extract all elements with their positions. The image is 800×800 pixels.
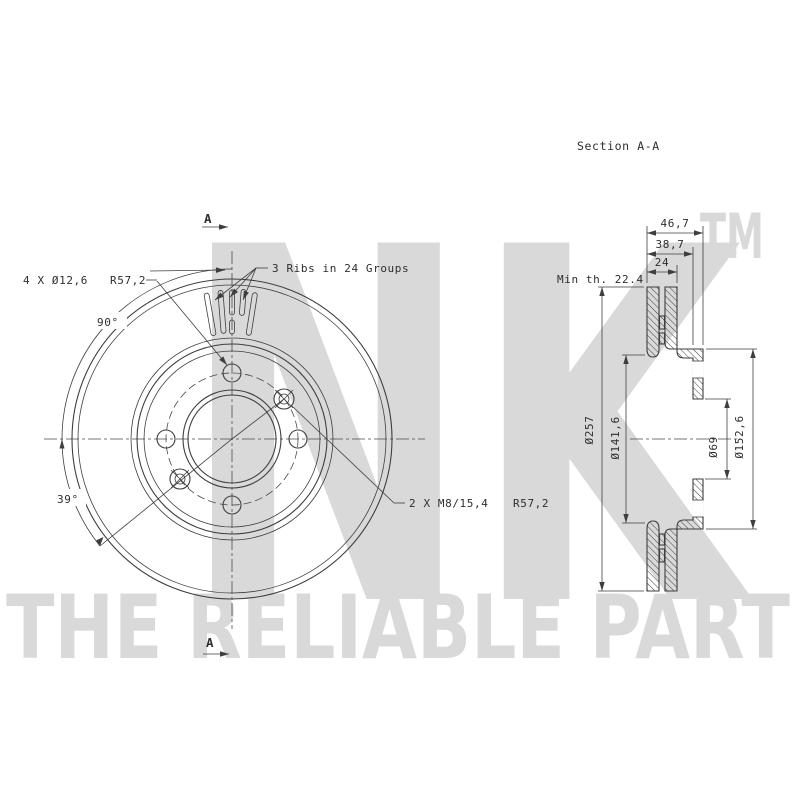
bolt-circle-dashed bbox=[165, 372, 299, 506]
angle-39-label-bg bbox=[54, 489, 86, 506]
friction-inner-diameter-label: Ø141,6 bbox=[609, 416, 622, 459]
thread-spec-leader bbox=[291, 405, 395, 504]
section-view: Section A-A bbox=[557, 139, 757, 592]
bolt-hole-right bbox=[288, 429, 308, 449]
overall-width-label: 46,7 bbox=[661, 217, 690, 230]
section-title: Section A-A bbox=[577, 139, 660, 153]
flange-bolt-hole-bottom bbox=[692, 499, 704, 518]
ribs-note-label: 3 Ribs in 24 Groups bbox=[272, 262, 409, 275]
thickness-label: 24 bbox=[655, 256, 669, 269]
section-cut-marker-bottom: A bbox=[203, 635, 229, 657]
bore-diameter-label: Ø69 bbox=[707, 436, 720, 458]
cut-label-top: A bbox=[204, 211, 212, 226]
vane-bottom-2 bbox=[658, 533, 666, 546]
angle-90-label: 90° bbox=[97, 316, 119, 329]
bolt-hole-spec-label: 4 X Ø12,6 bbox=[23, 274, 88, 287]
ribs-leader-3 bbox=[242, 267, 257, 301]
thread-circle-radius-label: R57,2 bbox=[513, 497, 549, 510]
watermark: NK TM THE RELIABLE PART bbox=[6, 146, 790, 715]
watermark-brand: NK bbox=[180, 146, 755, 715]
outboard-plate-bottom bbox=[646, 520, 660, 592]
disc-chamfer-circle bbox=[77, 284, 387, 594]
ribs-leader-2 bbox=[229, 267, 257, 298]
section-cut-marker-top: A bbox=[202, 211, 228, 230]
thread-hole-lower-left bbox=[169, 468, 191, 490]
flange-bolt-hole-top bbox=[692, 360, 704, 379]
vent-rib-slots bbox=[203, 289, 258, 337]
vane-top-2 bbox=[658, 332, 666, 345]
hat-edge-circle bbox=[130, 337, 334, 541]
watermark-tagline: THE RELIABLE PART bbox=[6, 576, 790, 679]
cut-label-bottom: A bbox=[206, 635, 214, 650]
hat-outer-diameter-label: Ø152,6 bbox=[733, 415, 746, 458]
angle-39-arc-arrow bbox=[96, 537, 104, 546]
outboard-plate-top bbox=[646, 286, 660, 358]
center-bore-circle bbox=[187, 394, 277, 484]
ribs-leader-1 bbox=[214, 267, 257, 301]
hub-ring-circle bbox=[182, 389, 282, 489]
hat-depth-label: 38,7 bbox=[656, 238, 685, 251]
outer-diameter-label: Ø257 bbox=[583, 416, 596, 445]
bolt-hole-bottom bbox=[222, 495, 242, 515]
angle-90-label-bg bbox=[93, 312, 127, 329]
thread-axis-line bbox=[99, 398, 285, 547]
watermark-trademark: TM bbox=[700, 200, 764, 273]
bolt-spec-leader bbox=[149, 267, 226, 273]
vane-top-1 bbox=[658, 315, 666, 330]
angle-39-label: 39° bbox=[57, 493, 79, 506]
min-thickness-label: Min th. 22.4 bbox=[557, 273, 644, 286]
bolt-hole-top bbox=[222, 363, 242, 383]
front-view: 90° 39° 4 X Ø12,6 R57,2 3 Ribs in 24 Gro… bbox=[23, 211, 549, 657]
disc-outer-circle bbox=[71, 278, 393, 600]
bolt-circle-radius-label: R57,2 bbox=[110, 274, 146, 287]
vane-bottom-1 bbox=[658, 548, 666, 563]
radius-leader bbox=[156, 280, 228, 366]
bolt-hole-left bbox=[156, 429, 176, 449]
friction-inner-circle bbox=[143, 350, 321, 528]
thread-spec-label: 2 X M8/15,4 bbox=[409, 497, 488, 510]
